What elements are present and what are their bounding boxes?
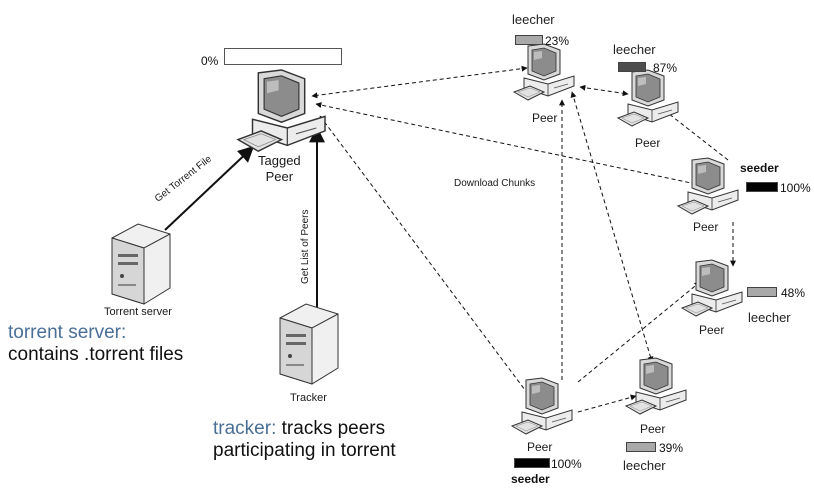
peer-2-progress-text: 87%: [653, 61, 678, 75]
peer-6-label: Peer: [527, 440, 553, 454]
peer-4-progress-text: 48%: [781, 286, 806, 300]
torrent-server-label: Torrent server: [104, 306, 172, 318]
peer-4-computer-icon: [681, 259, 743, 317]
peer-4-label: Peer: [699, 323, 725, 337]
peer-1-computer-icon: [513, 43, 575, 101]
tagged-peer-progress-text: 0%: [201, 54, 219, 68]
peer-1-progress-bar: [515, 35, 543, 45]
peer-3-progress-text: 100%: [780, 181, 811, 195]
peer-3-role: seeder: [740, 161, 779, 175]
torrent-server-description: torrent server: contains .torrent files: [8, 322, 183, 366]
tracker-server-icon: [279, 303, 339, 385]
torrent-server-desc-title: torrent server:: [8, 322, 127, 343]
edge-label-get-list-of-peers: Get List of Peers: [300, 209, 311, 284]
peer-6-role: seeder: [511, 472, 550, 486]
torrent-server-icon: [111, 223, 171, 305]
tracker-desc-title: tracker:: [213, 418, 277, 439]
connection-lines: [164, 65, 736, 413]
peer-1-progress-text: 23%: [545, 34, 570, 48]
torrent-server-desc-text: contains .torrent files: [8, 344, 184, 365]
peer-5-progress-bar: [626, 442, 656, 452]
tracker-desc-text-1: tracks peers: [281, 418, 386, 439]
peer-3-label: Peer: [693, 220, 719, 234]
peer-3-progress-bar: [746, 182, 778, 192]
peer-2-progress-bar: [618, 62, 646, 72]
peer-6-progress-text: 100%: [551, 457, 582, 471]
edge-label-download-chunks: Download Chunks: [454, 178, 536, 189]
tracker-label: Tracker: [290, 392, 327, 404]
peer-4-progress-bar: [747, 287, 777, 297]
peer-5-progress-text: 39%: [659, 441, 684, 455]
peer-5-label: Peer: [640, 422, 666, 436]
peer-5-role: leecher: [623, 458, 666, 473]
peer-6-progress-bar: [514, 458, 550, 468]
tagged-peer-computer-icon: [237, 69, 326, 152]
peer-6-computer-icon: [511, 377, 573, 435]
peer-2-role: leecher: [613, 42, 656, 57]
peer-1-role: leecher: [512, 12, 555, 27]
peer-2-label: Peer: [635, 136, 661, 150]
tagged-peer-progress-bar: [224, 48, 342, 65]
peer-2-computer-icon: [617, 69, 679, 127]
tagged-peer-label: Tagged Peer: [258, 153, 301, 184]
peer-4-role: leecher: [748, 310, 791, 325]
tracker-description: tracker: tracks peers participating in t…: [213, 418, 396, 462]
edge-server-to-tagged: [164, 145, 255, 231]
peer-5-computer-icon: [625, 357, 687, 415]
peer-3-computer-icon: [677, 157, 739, 215]
peer-1-label: Peer: [532, 111, 558, 125]
tracker-desc-text-2: participating in torrent: [213, 440, 396, 461]
